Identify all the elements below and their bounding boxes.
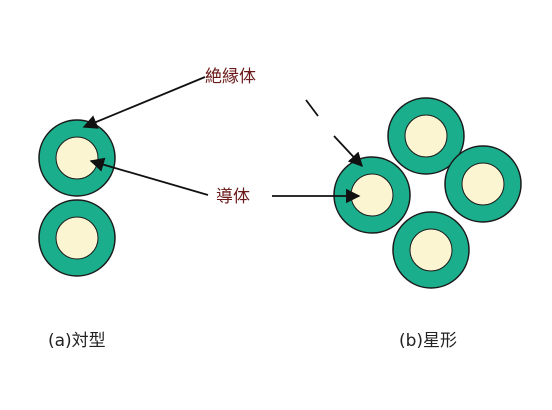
conductor-core [461,162,505,206]
wire-star-top [387,97,465,175]
conductor-core [409,228,453,272]
pair-type-group [38,119,116,277]
insulator-arrow-right [333,135,363,168]
insulator-label: 絶縁体 [205,67,256,87]
pair-type-caption: (a)対型 [48,331,106,351]
conductor-label: 導体 [216,187,250,207]
wire-pair-bottom [38,199,116,277]
insulator-arrow-right-dash [305,99,319,117]
conductor-core [350,173,394,217]
star-type-group [333,97,522,289]
conductor-core [404,114,448,158]
wire-star-bottom [392,211,470,289]
star-type-caption: (b)星形 [399,331,457,351]
wire-star-right [444,145,522,223]
conductor-core [55,216,99,260]
insulator-arrow-left [82,76,206,129]
conductor-arrow-left [89,157,209,196]
wire-star-left [333,156,411,234]
conductor-core [55,136,99,180]
wire-pair-top [38,119,116,197]
